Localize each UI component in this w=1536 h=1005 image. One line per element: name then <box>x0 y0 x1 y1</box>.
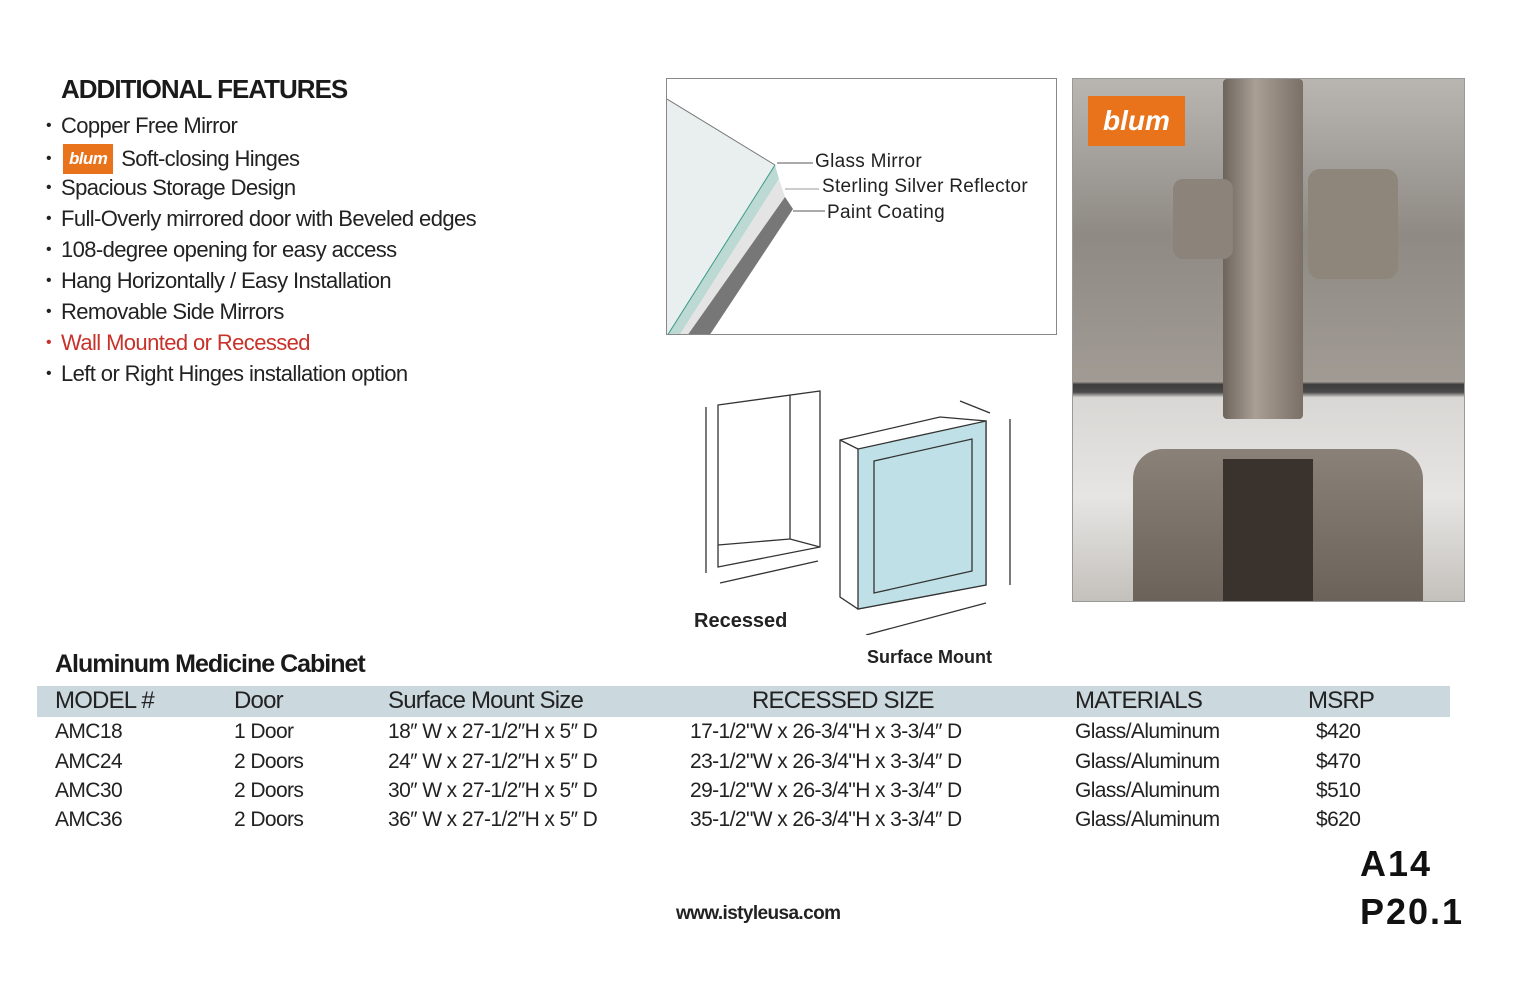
table-title: Aluminum Medicine Cabinet <box>55 650 366 678</box>
column-header: Surface Mount Size <box>388 687 584 714</box>
table-cell: AMC18 <box>55 720 123 743</box>
table-cell: AMC30 <box>55 779 123 802</box>
hinge-plate-right <box>1308 169 1398 279</box>
table-cell: $510 <box>1316 779 1361 802</box>
features-title: ADDITIONAL FEATURES <box>61 74 348 104</box>
column-header: Door <box>234 687 284 714</box>
bullet-icon: • <box>46 303 52 320</box>
feature-text: Soft-closing Hinges <box>121 146 300 171</box>
table-cell: 35-1/2"W x 26-3/4"H x 3-3/4″ D <box>690 808 962 831</box>
table-cell: $620 <box>1316 808 1361 831</box>
table-cell: Glass/Aluminum <box>1075 779 1220 802</box>
feature-item: • blum Soft-closing Hinges <box>46 144 300 174</box>
feature-item: • Removable Side Mirrors <box>46 299 284 325</box>
feature-text: Left or Right Hinges installation option <box>61 361 408 386</box>
mount-diagram <box>705 390 1011 635</box>
layer-label-glass: Glass Mirror <box>815 151 923 172</box>
bullet-icon: • <box>46 334 52 351</box>
table-cell: AMC36 <box>55 808 123 831</box>
feature-item: • Wall Mounted or Recessed <box>46 330 311 356</box>
website[interactable]: www.istyleusa.com <box>676 903 841 924</box>
table-cell: Glass/Aluminum <box>1075 750 1220 773</box>
feature-text: Full-Overly mirrored door with Beveled e… <box>61 206 477 231</box>
mirror-cross-section <box>667 98 825 334</box>
table-cell: 2 Doors <box>234 808 304 831</box>
feature-text: Hang Horizontally / Easy Installation <box>61 268 392 293</box>
feature-item: • Hang Horizontally / Easy Installation <box>46 268 392 294</box>
page-code: P20.1 <box>1360 891 1465 932</box>
layer-label-reflector: Sterling Silver Reflector <box>822 176 1029 197</box>
bullet-icon: • <box>46 150 52 167</box>
column-header: RECESSED SIZE <box>752 687 934 714</box>
table-cell: $420 <box>1316 720 1361 743</box>
table-header-band <box>37 686 1450 717</box>
bullet-icon: • <box>46 365 52 382</box>
blum-logo: blum <box>63 144 114 174</box>
bullet-icon: • <box>46 272 52 289</box>
hinge-plate-left <box>1173 179 1233 259</box>
feature-text: Wall Mounted or Recessed <box>61 330 311 355</box>
feature-item: • Left or Right Hinges installation optio… <box>46 361 408 387</box>
column-header: MSRP <box>1308 687 1375 714</box>
column-header: MATERIALS <box>1075 687 1203 714</box>
column-header: MODEL # <box>55 687 155 714</box>
feature-item: • Copper Free Mirror <box>46 113 238 139</box>
table-cell: 24″ W x 27-1/2″H x 5″ D <box>388 750 598 773</box>
blum-logo: blum <box>1088 96 1185 146</box>
table-cell: $470 <box>1316 750 1361 773</box>
bullet-icon: • <box>46 117 52 134</box>
width-arrow <box>719 560 819 584</box>
mirror-layers-diagram: Glass Mirror Sterling Silver Reflector P… <box>666 78 1057 335</box>
table-cell: 23-1/2"W x 26-3/4"H x 3-3/4″ D <box>690 750 962 773</box>
feature-text: Spacious Storage Design <box>61 175 296 200</box>
table-cell: 29-1/2"W x 26-3/4"H x 3-3/4″ D <box>690 779 962 802</box>
table-cell: 2 Doors <box>234 750 304 773</box>
table-cell: 1 Door <box>234 720 294 743</box>
bullet-icon: • <box>46 241 52 258</box>
table-cell: 36″ W x 27-1/2″H x 5″ D <box>388 808 598 831</box>
feature-text: Copper Free Mirror <box>61 113 238 138</box>
feature-text: Removable Side Mirrors <box>61 299 284 324</box>
feature-item: • Spacious Storage Design <box>46 175 296 201</box>
table-cell: Glass/Aluminum <box>1075 808 1220 831</box>
catalog-code: A14 <box>1360 843 1433 884</box>
table-cell: 18″ W x 27-1/2″H x 5″ D <box>388 720 598 743</box>
table-cell: 2 Doors <box>234 779 304 802</box>
table-cell: Glass/Aluminum <box>1075 720 1220 743</box>
feature-item: • 108-degree opening for easy access <box>46 237 397 263</box>
feature-item: • Full-Overly mirrored door with Beveled … <box>46 206 477 232</box>
bullet-icon: • <box>46 179 52 196</box>
hinge-arm <box>1223 79 1303 419</box>
surface-mount-label: Surface Mount <box>867 647 993 667</box>
recessed-label: Recessed <box>694 610 788 632</box>
table-cell: AMC24 <box>55 750 123 773</box>
feature-text: 108-degree opening for easy access <box>61 237 397 262</box>
table-cell: 17-1/2"W x 26-3/4"H x 3-3/4″ D <box>690 720 962 743</box>
table-cell: 30″ W x 27-1/2″H x 5″ D <box>388 779 598 802</box>
layer-label-paint: Paint Coating <box>827 202 945 223</box>
hinge-photo: blum <box>1072 78 1465 602</box>
bullet-icon: • <box>46 210 52 227</box>
